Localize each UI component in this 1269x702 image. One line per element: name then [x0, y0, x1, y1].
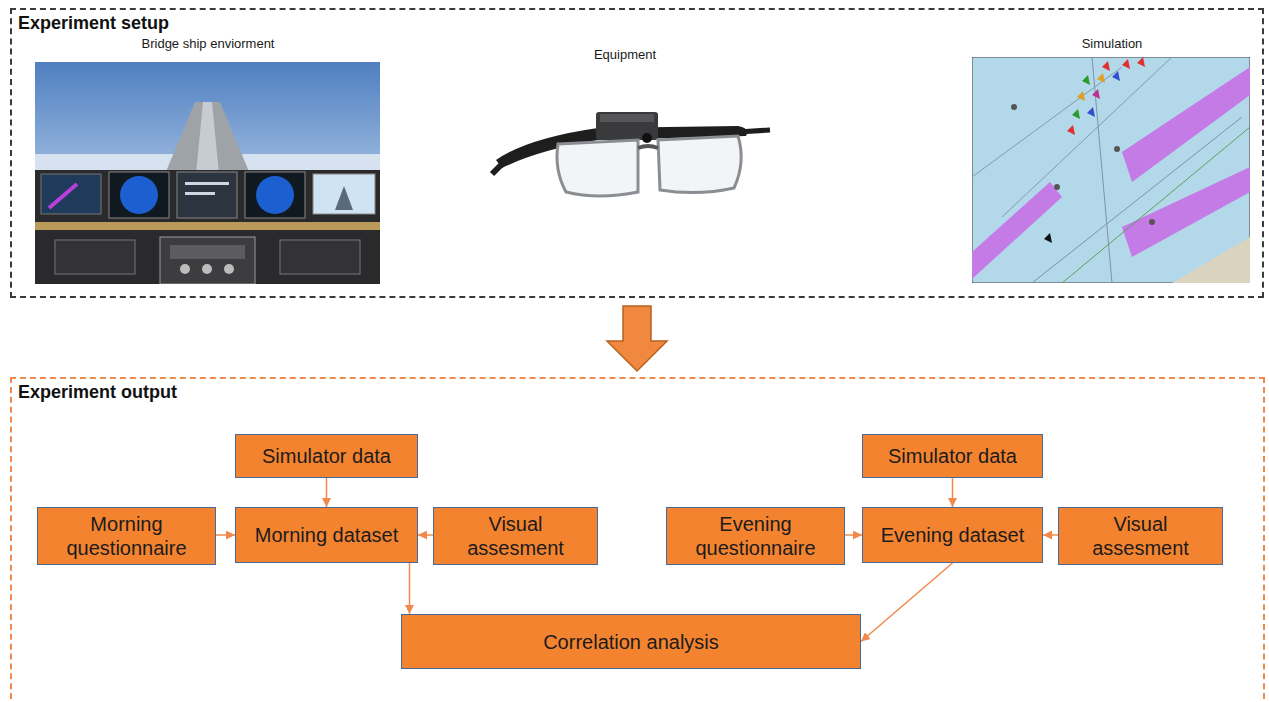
- bridge-photo: [35, 62, 380, 284]
- box-label: Correlation analysis: [543, 630, 719, 654]
- image-caption: Equipment: [594, 47, 656, 62]
- group-heading: Experiment output: [18, 382, 177, 403]
- process-box: Correlation analysis: [401, 614, 861, 669]
- process-box: Simulator data: [862, 434, 1043, 478]
- box-label: Simulator data: [888, 444, 1017, 468]
- flow-arrow: [409, 563, 411, 614]
- flow-arrow: [216, 534, 235, 536]
- process-box: Morning dataset: [235, 507, 418, 563]
- box-label: Visual assesment: [442, 512, 589, 560]
- box-label: Morning questionnaire: [46, 512, 207, 560]
- process-box: Evening questionnaire: [666, 507, 845, 565]
- group-region: Experiment outputSimulator dataMorning q…: [10, 377, 1265, 702]
- box-label: Visual assesment: [1067, 512, 1214, 560]
- process-box: Simulator data: [235, 434, 418, 478]
- simulation-map: [972, 57, 1250, 283]
- flow-arrow: [418, 534, 433, 536]
- eye-tracker-glasses: [488, 100, 778, 230]
- process-box: Morning questionnaire: [37, 507, 216, 565]
- image-caption: Bridge ship enviorment: [142, 36, 275, 51]
- process-box: Visual assesment: [1058, 507, 1223, 565]
- process-box: Evening dataset: [862, 507, 1043, 563]
- box-label: Morning dataset: [255, 523, 398, 547]
- flow-arrow: [845, 534, 862, 536]
- box-label: Simulator data: [262, 444, 391, 468]
- box-label: Evening dataset: [881, 523, 1024, 547]
- process-box: Visual assesment: [433, 507, 598, 565]
- flow-arrow: [326, 478, 328, 507]
- flow-arrow: [1043, 534, 1058, 536]
- group-heading: Experiment setup: [18, 13, 169, 34]
- image-caption: Simulation: [1082, 36, 1143, 51]
- block-arrow: [607, 306, 667, 371]
- flow-arrow: [861, 563, 953, 642]
- flow-arrow: [952, 478, 954, 507]
- box-label: Evening questionnaire: [675, 512, 836, 560]
